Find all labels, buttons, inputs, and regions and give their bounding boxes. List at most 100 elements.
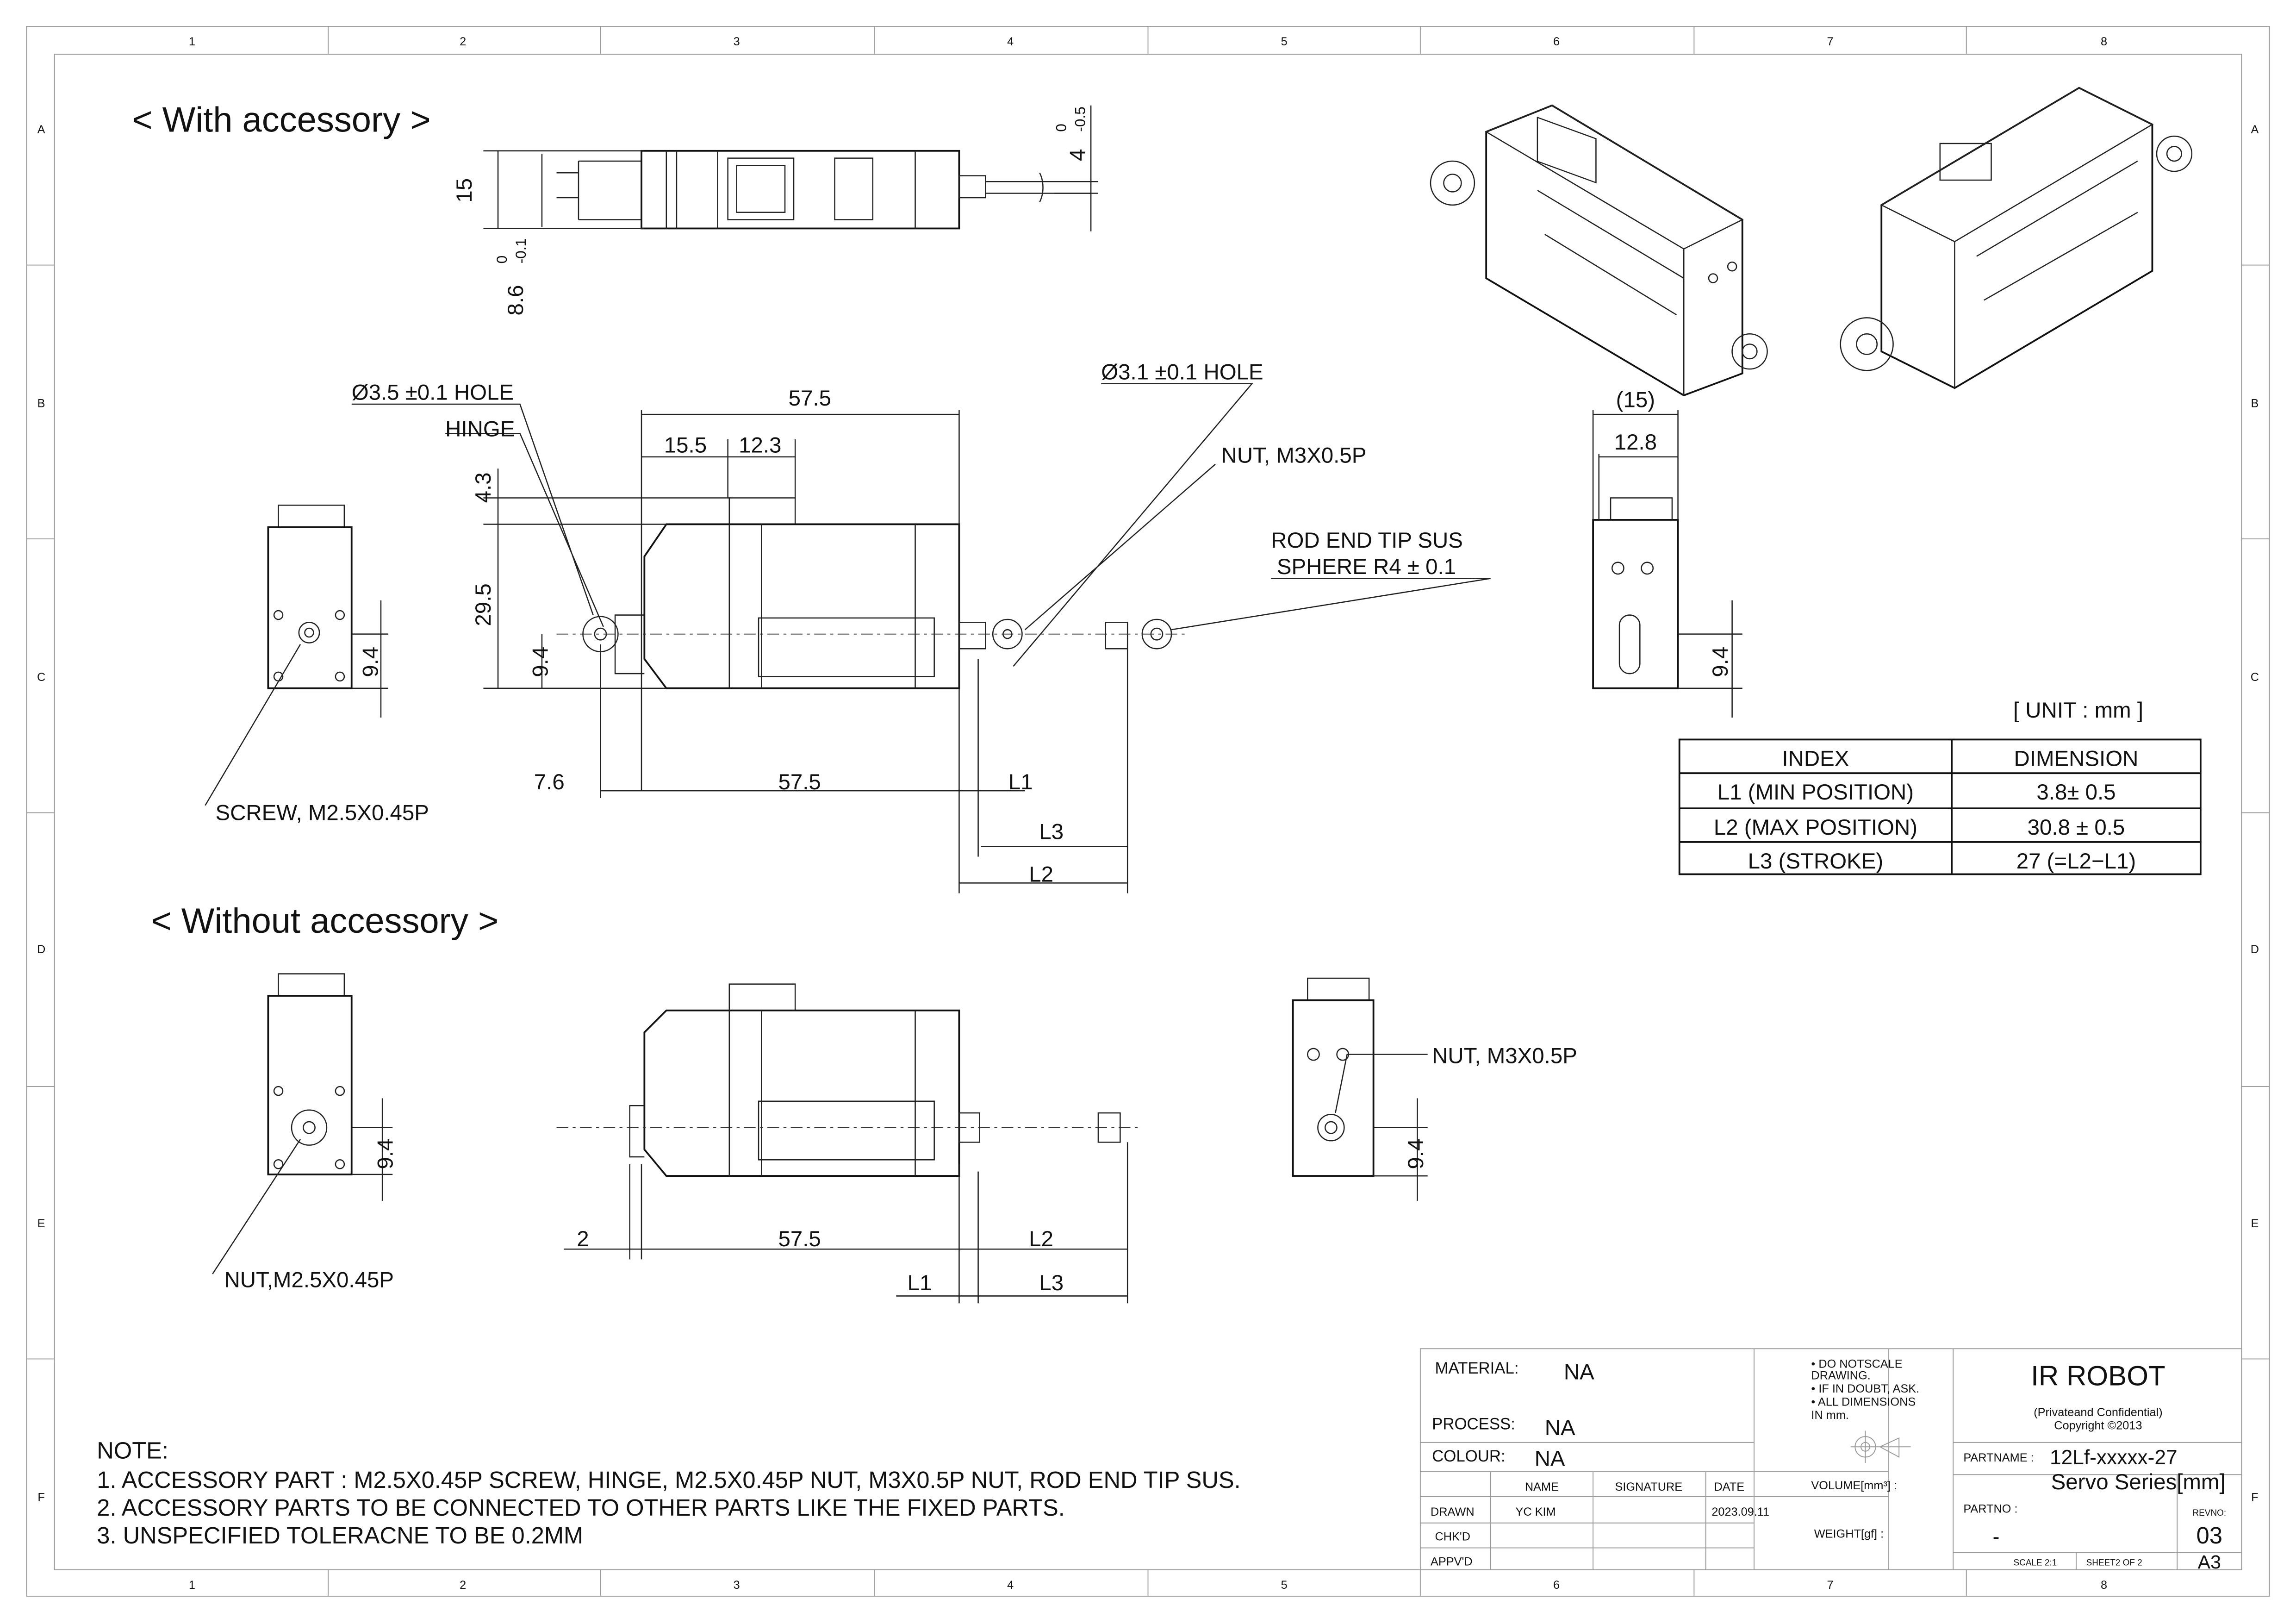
row-label: D xyxy=(37,943,45,956)
col-label: 4 xyxy=(1007,35,1014,48)
col-label: 5 xyxy=(1281,35,1288,48)
tol-lower: -0.1 xyxy=(512,238,529,264)
role-approved: APPV'D xyxy=(1431,1555,1473,1568)
right-view-without-accessory: NUT, M3X0.5P 9.4 xyxy=(1292,977,1577,1201)
title-note: DRAWING. xyxy=(1811,1369,1870,1382)
screw-callout: SCREW, M2.5X0.45P xyxy=(216,800,429,825)
process-label: PROCESS: xyxy=(1432,1415,1515,1433)
scale-label: SCALE 2:1 xyxy=(2013,1558,2057,1568)
row-label: C xyxy=(2251,671,2259,684)
col-label: 1 xyxy=(189,1579,195,1592)
dim-9-4: 9.4 xyxy=(529,647,553,677)
dim-29-5: 29.5 xyxy=(471,583,496,626)
with-accessory-title: < With accessory > xyxy=(132,100,430,140)
col-label: 8 xyxy=(2101,35,2107,48)
sheet-label: SHEET2 OF 2 xyxy=(2086,1558,2142,1568)
rod-end-callout-1: ROD END TIP SUS xyxy=(1271,528,1463,553)
dim-l3: L3 xyxy=(1039,1271,1064,1295)
title-note: • IF IN DOUBT, ASK. xyxy=(1811,1382,1919,1395)
dim-4: 4 xyxy=(1065,149,1090,161)
dim-l1: L1 xyxy=(908,1271,932,1295)
col-label: 6 xyxy=(1553,35,1560,48)
material-label: MATERIAL: xyxy=(1435,1360,1518,1377)
header-name: NAME xyxy=(1525,1480,1559,1493)
dim-l3: L3 xyxy=(1039,820,1064,844)
table-cell: L1 (MIN POSITION) xyxy=(1717,780,1914,805)
header-date: DATE xyxy=(1714,1480,1744,1493)
colour-label: COLOUR: xyxy=(1432,1448,1505,1465)
front-view-with-accessory: 57.5 15.5 12.3 4.3 29.5 9.4 7.6 57.5 L1 … xyxy=(352,360,1491,893)
tol-upper: 0 xyxy=(493,256,510,264)
col-label: 5 xyxy=(1281,1579,1288,1592)
col-label: 6 xyxy=(1553,1579,1560,1592)
partname-label: PARTNAME : xyxy=(1963,1451,2034,1464)
unit-label: [ UNIT : mm ] xyxy=(2013,698,2143,723)
row-label: F xyxy=(2251,1491,2258,1504)
dim-4-3: 4.3 xyxy=(471,472,496,503)
col-label: 7 xyxy=(1827,35,1834,48)
top-view: 15 8.6 0 -0.1 4 0 -0.5 xyxy=(452,105,1098,315)
role-checked: CHK'D xyxy=(1435,1530,1470,1543)
dim-12-8: 12.8 xyxy=(1614,430,1657,455)
left-view-without-accessory: 9.4 NUT,M2.5X0.45P xyxy=(212,973,398,1292)
notes: NOTE: 1. ACCESSORY PART : M2.5X0.45P SCR… xyxy=(97,1437,1240,1549)
header-signature: SIGNATURE xyxy=(1615,1480,1682,1493)
row-label: F xyxy=(37,1491,44,1504)
projection-symbol-icon xyxy=(1850,1430,1911,1463)
drawn-name: YC KIM xyxy=(1515,1505,1556,1518)
copyright-label: Copyright ©2013 xyxy=(2054,1419,2142,1432)
dim-9-4: 9.4 xyxy=(1404,1139,1428,1169)
table-header: DIMENSION xyxy=(2014,746,2139,771)
row-label: B xyxy=(2251,397,2259,410)
front-view-without-accessory: 2 57.5 L2 L1 L3 xyxy=(556,983,1142,1304)
col-label: 1 xyxy=(189,35,195,48)
table-header: INDEX xyxy=(1782,746,1849,771)
partname-value: 12Lf-xxxxx-27 xyxy=(2050,1446,2178,1469)
material-value: NA xyxy=(1564,1360,1594,1385)
role-drawn: DRAWN xyxy=(1431,1505,1475,1518)
dim-7-6: 7.6 xyxy=(534,770,565,794)
hole-right-callout: Ø3.1 ±0.1 HOLE xyxy=(1101,360,1263,384)
drawing-frame xyxy=(26,25,2270,1597)
col-label: 3 xyxy=(734,35,740,48)
dim-l2: L2 xyxy=(1029,862,1053,887)
dim-2: 2 xyxy=(577,1227,589,1251)
process-value: NA xyxy=(1545,1416,1575,1440)
col-label: 7 xyxy=(1827,1579,1834,1592)
zone-labels: 1 2 3 4 5 6 7 8 1 2 3 4 5 6 7 8 A B C D … xyxy=(37,35,2259,1592)
drawn-date: 2023.09.11 xyxy=(1711,1505,1769,1518)
dim-8-6: 8.6 xyxy=(504,285,528,315)
row-label: C xyxy=(37,671,45,684)
dim-body: 57.5 xyxy=(778,770,821,794)
col-label: 2 xyxy=(460,1579,466,1592)
dim-l1: L1 xyxy=(1008,770,1033,794)
revno-value: 03 xyxy=(2196,1522,2222,1549)
hinge-callout: HINGE xyxy=(445,417,515,442)
tol-upper: 0 xyxy=(1052,124,1069,132)
table-cell: L2 (MAX POSITION) xyxy=(1714,815,1917,840)
col-label: 3 xyxy=(734,1579,740,1592)
revno-label: REVNO: xyxy=(2192,1508,2226,1518)
partname-series: Servo Series[mm] xyxy=(2051,1470,2226,1494)
partno-value: - xyxy=(1993,1525,2000,1548)
isometric-view-2 xyxy=(1840,87,2193,389)
notes-title: NOTE: xyxy=(97,1437,168,1464)
title-note: • DO NOTSCALE xyxy=(1811,1357,1902,1370)
title-block: MATERIAL: NA PROCESS: NA COLOUR: NA NAME… xyxy=(1419,1348,2242,1573)
row-label: B xyxy=(37,397,45,410)
nut-right-callout: NUT, M3X0.5P xyxy=(1432,1043,1577,1068)
dim-9-4: 9.4 xyxy=(1708,647,1733,677)
hole-left-callout: Ø3.5 ±0.1 HOLE xyxy=(352,381,514,405)
note-item: 1. ACCESSORY PART : M2.5X0.45P SCREW, HI… xyxy=(97,1467,1240,1493)
dim-15: 15 xyxy=(452,178,477,203)
right-view-with-accessory: (15) 12.8 9.4 xyxy=(1592,387,1742,718)
note-item: 2. ACCESSORY PARTS TO BE CONNECTED TO OT… xyxy=(97,1494,1064,1521)
partno-label: PARTNO : xyxy=(1963,1503,2017,1516)
table-cell: 3.8± 0.5 xyxy=(2036,780,2116,805)
weight-label: WEIGHT[gf] : xyxy=(1814,1527,1884,1540)
sheet-size: A3 xyxy=(2198,1551,2221,1573)
isometric-view-1 xyxy=(1430,104,1768,397)
row-label: A xyxy=(2251,123,2259,136)
confidential-label: (Privateand Confidential) xyxy=(2034,1406,2162,1419)
